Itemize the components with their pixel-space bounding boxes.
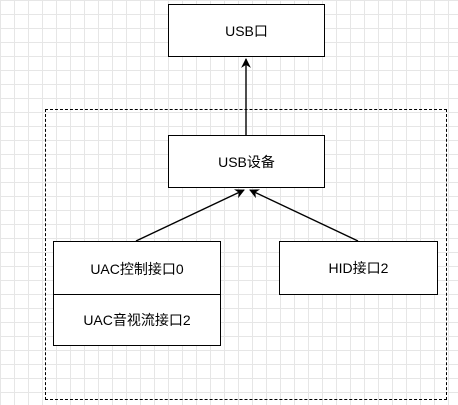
- node-usb-port-label: USB口: [225, 22, 268, 39]
- edge-uac-control-to-usb-device: [135, 189, 245, 242]
- node-usb-port[interactable]: USB口: [168, 4, 325, 57]
- node-uac-av-stream-interface[interactable]: UAC音视流接口2: [53, 294, 221, 346]
- node-usb-device-label: USB设备: [218, 153, 275, 170]
- node-uac-av-stream-interface-label: UAC音视流接口2: [83, 312, 191, 328]
- node-uac-control-interface[interactable]: UAC控制接口0: [53, 241, 221, 296]
- edge-hid-to-usb-device: [249, 189, 359, 242]
- node-usb-device[interactable]: USB设备: [168, 135, 325, 188]
- node-uac-control-interface-label: UAC控制接口0: [90, 260, 184, 277]
- node-hid-interface-label: HID接口2: [328, 260, 389, 276]
- node-hid-interface[interactable]: HID接口2: [279, 241, 438, 295]
